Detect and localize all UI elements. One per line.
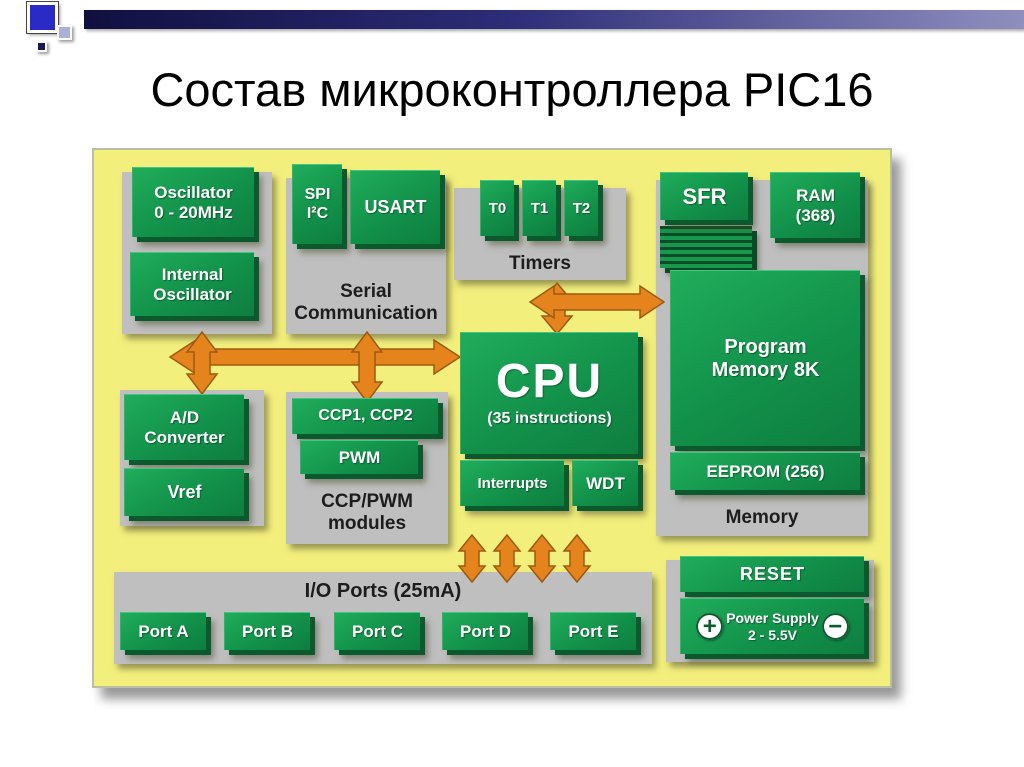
cpu-subtitle: (35 instructions)	[487, 410, 612, 428]
port-e-block: Port E	[550, 612, 636, 650]
serial-communication-label: Serial Communication	[294, 281, 438, 324]
cpu-block: CPU (35 instructions)	[460, 332, 638, 454]
timers-label: Timers	[509, 252, 571, 274]
timer1-block: T1	[522, 180, 556, 236]
cpu-title: CPU	[495, 354, 604, 408]
power-supply-label: Power Supply 2 - 5.5V	[726, 610, 819, 643]
timers-cpu-arrow	[540, 281, 574, 336]
minus-icon: −	[821, 613, 849, 640]
deco-square-small	[36, 41, 47, 52]
cpu-memory-arrow	[528, 284, 666, 320]
ram-block: RAM (368)	[770, 172, 860, 238]
power-supply-block: + Power Supply 2 - 5.5V −	[680, 598, 864, 654]
io-ports-label: I/O Ports (25mA)	[304, 580, 462, 602]
pwm-block: PWM	[300, 440, 418, 474]
oscillator-adc-arrow	[185, 330, 219, 396]
ad-converter-block: A/D Converter	[124, 394, 244, 460]
reset-block: RESET	[680, 556, 864, 592]
timer0-block: T0	[480, 180, 514, 236]
deco-square-large	[26, 1, 59, 34]
ccp-pwm-label: CCP/PWM modules	[321, 491, 413, 534]
timer2-block: T2	[564, 180, 598, 236]
memory-label: Memory	[725, 506, 799, 528]
pic16-board-diagram: Serial Communication Timers Memory CCP/P…	[92, 148, 892, 688]
sfr-block: SFR	[660, 172, 748, 220]
program-memory-block: Program Memory 8K	[670, 270, 860, 446]
vref-block: Vref	[124, 468, 244, 516]
header-bar	[84, 10, 1024, 29]
port-b-block: Port B	[224, 612, 310, 650]
sfr-register-stack	[660, 226, 752, 268]
port-c-block: Port C	[334, 612, 420, 650]
slide-title: Состав микроконтроллера PIC16	[150, 63, 874, 116]
port-d-block: Port D	[442, 612, 528, 650]
oscillator-block: Oscillator 0 - 20MHz	[132, 167, 254, 237]
ccp-block: CCP1, CCP2	[292, 398, 438, 434]
wdt-block: WDT	[572, 460, 638, 506]
deco-square-medium	[57, 25, 72, 40]
usart-block: USART	[350, 170, 440, 244]
plus-icon: +	[696, 613, 724, 640]
eeprom-block: EEPROM (256)	[670, 452, 860, 490]
spi-i2c-block: SPI I²C	[292, 164, 342, 244]
interrupts-block: Interrupts	[460, 460, 564, 506]
internal-oscillator-block: Internal Oscillator	[130, 252, 254, 316]
port-a-block: Port A	[120, 612, 206, 650]
main-bus-arrow	[168, 338, 462, 376]
